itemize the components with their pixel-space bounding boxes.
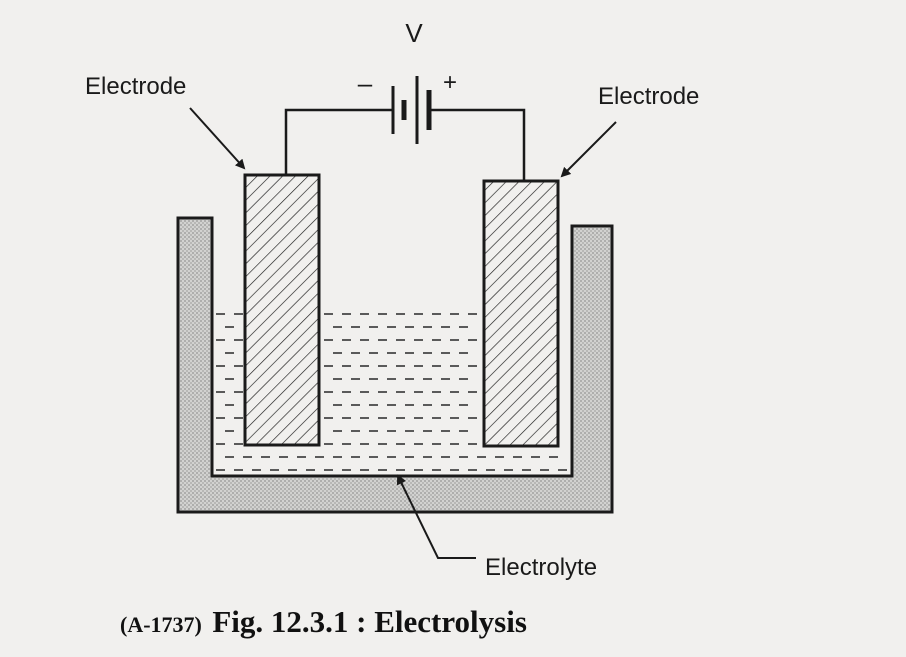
arrow-electrode-left [189, 107, 246, 170]
electrode-right-label: Electrode [598, 83, 699, 110]
figure-caption: (A-1737) Fig. 12.3.1 : Electrolysis [120, 604, 527, 639]
electrode-left-label: Electrode [85, 73, 186, 100]
arrow-electrolyte [397, 474, 476, 559]
arrow-electrode-right [560, 121, 617, 178]
electrode-left-plate [243, 173, 321, 447]
wire-left [284, 108, 393, 175]
wire-right [430, 108, 526, 181]
caption-title: Fig. 12.3.1 : Electrolysis [212, 604, 527, 639]
plus-sign-label: + [443, 69, 457, 96]
voltage-label: V [405, 18, 423, 48]
battery-icon [391, 76, 432, 144]
vessel [176, 216, 614, 514]
minus-sign-label: – [358, 68, 373, 98]
electrolyte-liquid [216, 313, 567, 471]
caption-ref: (A-1737) [120, 612, 202, 637]
electrolyte-label: Electrolyte [485, 554, 597, 581]
electrode-right-plate [482, 179, 560, 448]
